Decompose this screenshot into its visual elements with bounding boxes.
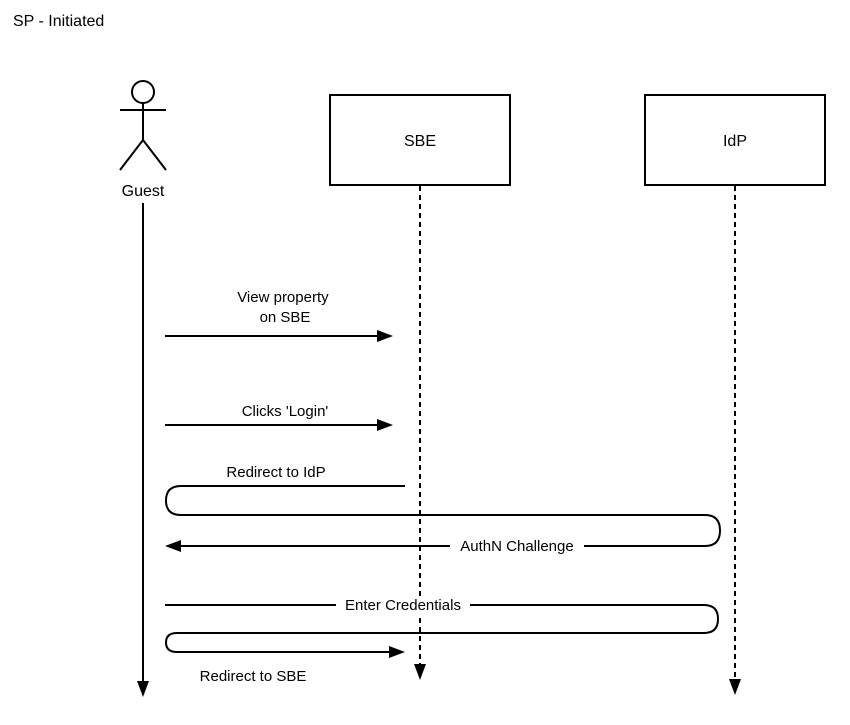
guest-lifeline-arrowhead (137, 681, 149, 697)
guest-label: Guest (122, 183, 165, 200)
message-enter-credentials-label-bg (336, 596, 470, 614)
message-clicks-login-label: Clicks 'Login' (242, 403, 329, 420)
guest-lifeline (137, 203, 149, 697)
sbe-lifeline (414, 186, 426, 680)
message-authn-challenge-arrowhead (165, 540, 181, 552)
message-authn-challenge-label-bg (450, 537, 584, 555)
message-clicks-login-arrowhead (377, 419, 393, 431)
sbe-label: SBE (404, 133, 436, 150)
actor-right-leg (142, 139, 167, 171)
message-redirect-to-idp-label: Redirect to IdP (226, 464, 325, 481)
guest-actor-figure (119, 80, 167, 171)
message-redirect-to-sbe-label: Redirect to SBE (200, 668, 307, 685)
message-view-property-arrow (165, 330, 393, 342)
message-view-property-label: View property on SBE (237, 289, 333, 326)
idp-label: IdP (723, 133, 747, 150)
message-enter-credentials-label: Enter Credentials (345, 597, 461, 614)
sbe-lifeline-arrowhead (414, 664, 426, 680)
actor-head (131, 80, 155, 104)
idp-box (644, 94, 826, 186)
message-redirect-to-idp-path (164, 485, 722, 552)
actor-left-leg (119, 139, 144, 171)
message-view-property-arrowhead (377, 330, 393, 342)
message-enter-credentials-path (164, 604, 720, 658)
sbe-box (329, 94, 511, 186)
message-authn-challenge-label: AuthN Challenge (460, 538, 573, 555)
idp-lifeline-arrowhead (729, 679, 741, 695)
message-redirect-to-sbe-arrowhead (389, 646, 405, 658)
idp-lifeline (729, 186, 741, 695)
message-clicks-login-arrow (165, 419, 393, 431)
diagram-title: SP - Initiated (13, 13, 104, 30)
